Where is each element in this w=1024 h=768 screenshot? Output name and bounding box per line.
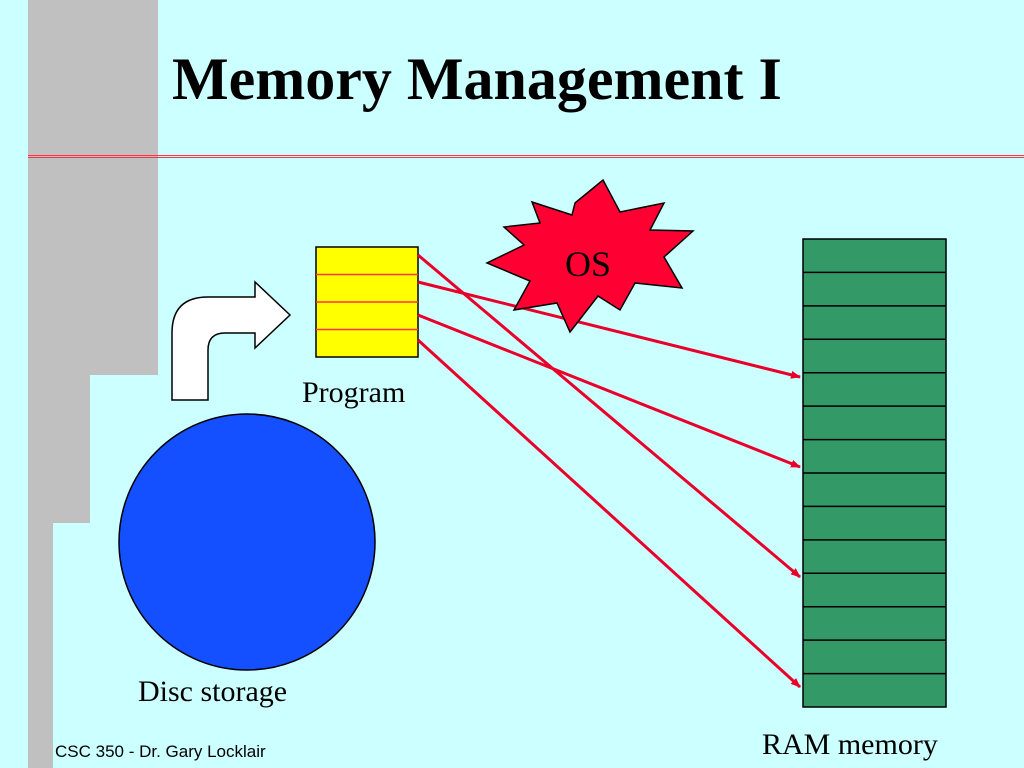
arrow-program-to-ram-2 — [417, 313, 801, 469]
side-bar-middle — [28, 160, 158, 375]
side-bar-step — [28, 375, 90, 523]
os-burst-icon — [485, 178, 695, 334]
title-rule — [28, 155, 1024, 158]
ram-memory-label: RAM memory — [762, 728, 938, 761]
program-label: Program — [302, 376, 406, 409]
disc-storage-label: Disc storage — [138, 675, 288, 708]
slide-title: Memory Management I — [172, 46, 782, 112]
os-label: OS — [565, 244, 611, 284]
disc-storage-icon — [118, 413, 376, 671]
arrow-program-to-ram-4 — [416, 338, 802, 689]
slide-footer: CSC 350 - Dr. Gary Locklair — [55, 742, 266, 761]
content-background — [158, 158, 1024, 174]
ram-memory-block — [802, 238, 947, 708]
side-bar-bottom — [28, 523, 53, 768]
program-block — [315, 246, 419, 358]
load-arrow-icon — [171, 280, 292, 401]
side-bar-top — [28, 0, 158, 160]
arrow-program-to-ram-3 — [417, 253, 801, 579]
arrow-program-to-ram-1 — [417, 280, 801, 379]
